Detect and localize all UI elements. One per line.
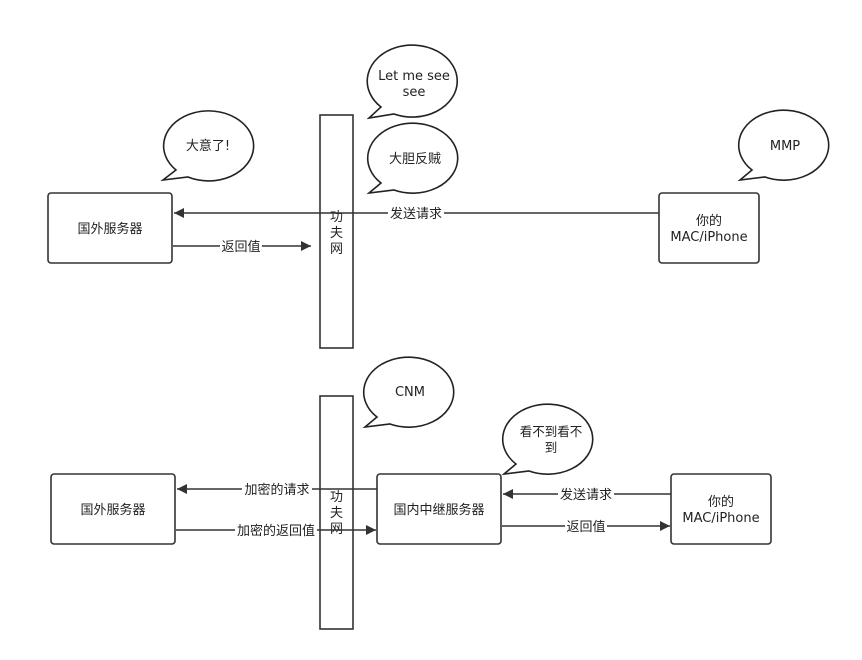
bottom-foreign-server-label: 国外服务器 [80, 502, 145, 518]
bottom-firewall-column [319, 395, 354, 630]
bottom-relay-bubble-line2: 到 [545, 440, 558, 455]
bottom-foreign-server-box [50, 473, 176, 545]
bottom-client-label-line2: MAC/iPhone [682, 511, 759, 526]
bottom-firewall-speech-bubble [362, 356, 455, 429]
bottom-request-label-bg [558, 486, 614, 502]
bottom-firewall-char-1: 功 [330, 490, 343, 505]
top-foreign-server-label: 国外服务器 [77, 221, 142, 237]
top-response-label-bg [220, 238, 262, 254]
top-firewall-bubble-1-line2: see [403, 85, 426, 100]
top-server-speech-bubble [160, 110, 255, 182]
top-response-label: 返回值 [221, 239, 260, 255]
bottom-relay-server-label: 国内中继服务器 [393, 502, 484, 518]
bottom-encrypted-request-label: 加密的请求 [244, 482, 309, 498]
top-request-label: 发送请求 [390, 206, 442, 222]
bottom-relay-bubble-line1: 看不到看不 [520, 424, 583, 439]
bottom-response-label-bg [565, 518, 607, 534]
bottom-firewall-char-2: 夫 [330, 506, 343, 521]
top-firewall-char-3: 网 [330, 242, 343, 257]
top-firewall-speech-bubble-2 [366, 122, 459, 195]
top-firewall-bubble-2-text: 大胆反贼 [389, 152, 441, 167]
bottom-relay-server-box [376, 473, 502, 545]
bottom-encrypted-request-label-bg [242, 481, 312, 497]
bottom-client-box [670, 473, 772, 545]
bottom-firewall-bubble-text: CNM [395, 385, 425, 400]
top-foreign-server-box [47, 192, 173, 264]
bottom-client-label-line1: 你的 [708, 494, 734, 510]
bottom-relay-speech-bubble [501, 403, 594, 476]
bottom-encrypted-response-label: 加密的返回值 [237, 523, 315, 539]
top-firewall-bubble-1-line1: Let me see [378, 69, 450, 84]
top-client-label-line2: MAC/iPhone [670, 230, 747, 245]
top-server-bubble-text: 大意了! [186, 138, 230, 154]
top-client-label-line1: 你的 [696, 213, 722, 229]
top-request-label-bg [388, 205, 444, 221]
bottom-encrypted-response-label-bg [235, 522, 317, 538]
top-firewall-speech-bubble-1 [366, 44, 459, 120]
top-client-box [658, 192, 760, 264]
top-firewall-column [319, 114, 354, 349]
top-client-speech-bubble [737, 109, 830, 182]
top-client-bubble-text: MMP [770, 139, 800, 154]
top-firewall-char-1: 功 [330, 210, 343, 225]
top-firewall-char-2: 夫 [330, 226, 343, 241]
bottom-response-label: 返回值 [566, 519, 605, 535]
bottom-request-label: 发送请求 [560, 487, 612, 503]
